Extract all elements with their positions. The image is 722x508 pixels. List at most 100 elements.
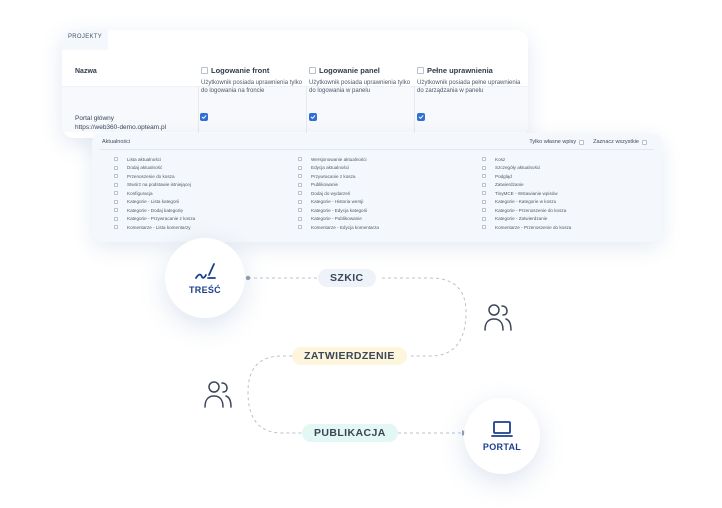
- column-title: Logowanie front: [211, 66, 270, 75]
- pen-icon: [195, 263, 216, 279]
- project-name: Portal główny: [75, 115, 115, 122]
- permission-item[interactable]: Zatwierdzanie: [482, 181, 571, 190]
- permission-label: Publikowanie: [311, 182, 339, 188]
- permission-checkbox[interactable]: [298, 225, 302, 230]
- section-title: Aktualności: [102, 139, 131, 145]
- permission-item[interactable]: Komentarze - Przenoszenie do kosza: [482, 223, 571, 232]
- permission-item[interactable]: Lista aktualności: [114, 155, 195, 164]
- permission-item[interactable]: Dodaj do wydarzeń: [298, 189, 379, 198]
- permission-checkbox[interactable]: [114, 191, 118, 196]
- permission-label: Szczegóły aktualności: [495, 165, 541, 171]
- project-url[interactable]: https://web360-demo.opteam.pl: [75, 124, 167, 131]
- permission-label: Kategorie - Zatwierdzanie: [495, 216, 548, 222]
- permission-checkbox[interactable]: [298, 191, 302, 196]
- permission-label: Zatwierdzanie: [495, 182, 524, 188]
- permission-label: Podgląd: [495, 173, 512, 179]
- only-own-checkbox[interactable]: [579, 139, 585, 145]
- permission-checkbox[interactable]: [114, 199, 118, 204]
- permission-item[interactable]: Przywracanie z kosza: [298, 172, 379, 181]
- permission-checkbox[interactable]: [114, 174, 118, 179]
- users-icon: [204, 381, 232, 408]
- permission-checkbox[interactable]: [298, 165, 302, 170]
- column-description: Użytkownik posiada pełne uprawnienia do …: [417, 80, 521, 94]
- permission-checkbox-full[interactable]: [417, 113, 425, 121]
- permission-label: Dodaj aktualność: [127, 165, 163, 171]
- select-column-checkbox[interactable]: [201, 67, 208, 74]
- table-header: [62, 86, 528, 132]
- permission-checkbox[interactable]: [114, 208, 118, 213]
- permission-item[interactable]: Kategorie - Edycja kategorii: [298, 206, 379, 215]
- step-szkic[interactable]: SZKIC: [318, 269, 376, 287]
- permission-item[interactable]: Komentarze - Edycja komentarza: [298, 223, 379, 232]
- permission-label: Wersjonowanie aktualności: [311, 156, 367, 162]
- permission-item[interactable]: Kategorie - Przenoszenie do kosza: [482, 206, 571, 215]
- permission-checkbox[interactable]: [114, 225, 118, 230]
- permission-label: Przenoszenie do kosza: [127, 173, 175, 179]
- permission-item[interactable]: TinyMCE - Wstawianie wpisów: [482, 189, 571, 198]
- permission-checkbox[interactable]: [298, 208, 302, 213]
- column-header-logowanie-panel: Logowanie panel Użytkownik posiada upraw…: [309, 66, 417, 95]
- checkmark-icon: [310, 115, 316, 119]
- permission-item[interactable]: Dodaj aktualność: [114, 164, 195, 173]
- permission-item[interactable]: Kategorie - Kategorie w koszu: [482, 198, 571, 207]
- permission-item[interactable]: Wersjonowanie aktualności: [298, 155, 379, 164]
- permission-checkbox[interactable]: [298, 199, 302, 204]
- permission-checkbox[interactable]: [114, 216, 118, 221]
- permission-item[interactable]: Podgląd: [482, 172, 571, 181]
- permission-label: Kategorie - Przenoszenie do kosza: [495, 207, 567, 213]
- content-node-label: TREŚĆ: [188, 285, 221, 295]
- permission-checkbox[interactable]: [298, 182, 302, 187]
- permission-checkbox-panel[interactable]: [309, 113, 317, 121]
- permission-checkbox[interactable]: [482, 157, 486, 162]
- permission-checkbox[interactable]: [482, 199, 486, 204]
- permission-checkbox[interactable]: [482, 165, 486, 170]
- permission-item[interactable]: Publikowanie: [298, 181, 379, 190]
- permission-item[interactable]: Kategorie - Dodaj kategorię: [114, 206, 195, 215]
- permission-checkbox[interactable]: [482, 225, 486, 230]
- permission-item[interactable]: Stwórz na podstawie istniejącej: [114, 181, 195, 190]
- permission-item[interactable]: Szczegóły aktualności: [482, 164, 571, 173]
- permission-checkbox[interactable]: [114, 157, 118, 162]
- permission-checkbox-front[interactable]: [200, 113, 208, 121]
- permission-item[interactable]: Kategorie - Zatwierdzanie: [482, 215, 571, 224]
- permission-label: Kategorie - Dodaj kategorię: [127, 207, 183, 213]
- permission-checkbox[interactable]: [482, 216, 486, 221]
- permission-item[interactable]: Komentarze - Lista komentarzy: [114, 223, 195, 232]
- permission-item[interactable]: Przenoszenie do kosza: [114, 172, 195, 181]
- column-title: Logowanie panel: [319, 66, 380, 75]
- permission-item[interactable]: Kategorie - Lista kategorii: [114, 198, 195, 207]
- bulk-actions: Tylko własne wpisy Zaznacz wszystkie: [529, 139, 650, 145]
- tab-projekty[interactable]: PROJEKTY: [68, 34, 103, 40]
- select-all-checkbox[interactable]: [642, 139, 647, 145]
- permission-item[interactable]: Konfiguracja: [114, 189, 195, 198]
- permission-checkbox[interactable]: [298, 174, 302, 179]
- permission-label: Stwórz na podstawie istniejącej: [127, 182, 191, 188]
- select-column-checkbox[interactable]: [309, 67, 316, 74]
- permission-item[interactable]: Edycja aktualności: [298, 164, 379, 173]
- permission-checkbox[interactable]: [482, 191, 486, 196]
- permission-checkbox[interactable]: [114, 182, 118, 187]
- permission-label: Konfiguracja: [127, 190, 153, 196]
- permission-item[interactable]: Kosz: [482, 155, 571, 164]
- step-publikacja[interactable]: PUBLIKACJA: [302, 424, 398, 442]
- column-header-nazwa: Nazwa: [75, 68, 97, 75]
- permission-checkbox[interactable]: [482, 174, 486, 179]
- portal-node[interactable]: PORTAL: [464, 398, 540, 474]
- permission-checkbox[interactable]: [482, 182, 486, 187]
- divider: [100, 149, 654, 150]
- permission-checkbox[interactable]: [482, 208, 486, 213]
- permission-label: Komentarze - Lista komentarzy: [127, 224, 191, 230]
- permission-checkbox[interactable]: [298, 157, 302, 162]
- step-zatwierdzenie[interactable]: ZATWIERDZENIE: [292, 347, 407, 365]
- permission-label: Kategorie - Kategorie w koszu: [495, 199, 557, 205]
- permission-checkbox[interactable]: [114, 165, 118, 170]
- select-column-checkbox[interactable]: [417, 67, 424, 74]
- permission-item[interactable]: Kategorie - Publikowanie: [298, 215, 379, 224]
- permission-item[interactable]: Kategorie - Przywracanie z kosza: [114, 215, 195, 224]
- permission-checkbox[interactable]: [298, 216, 302, 221]
- projects-card: PROJEKTY Nazwa Logowanie front Użytkowni…: [62, 30, 528, 138]
- content-node[interactable]: TREŚĆ: [165, 238, 245, 318]
- permission-item[interactable]: Kategorie - Historia wersji: [298, 198, 379, 207]
- only-own-label: Tylko własne wpisy: [529, 139, 577, 145]
